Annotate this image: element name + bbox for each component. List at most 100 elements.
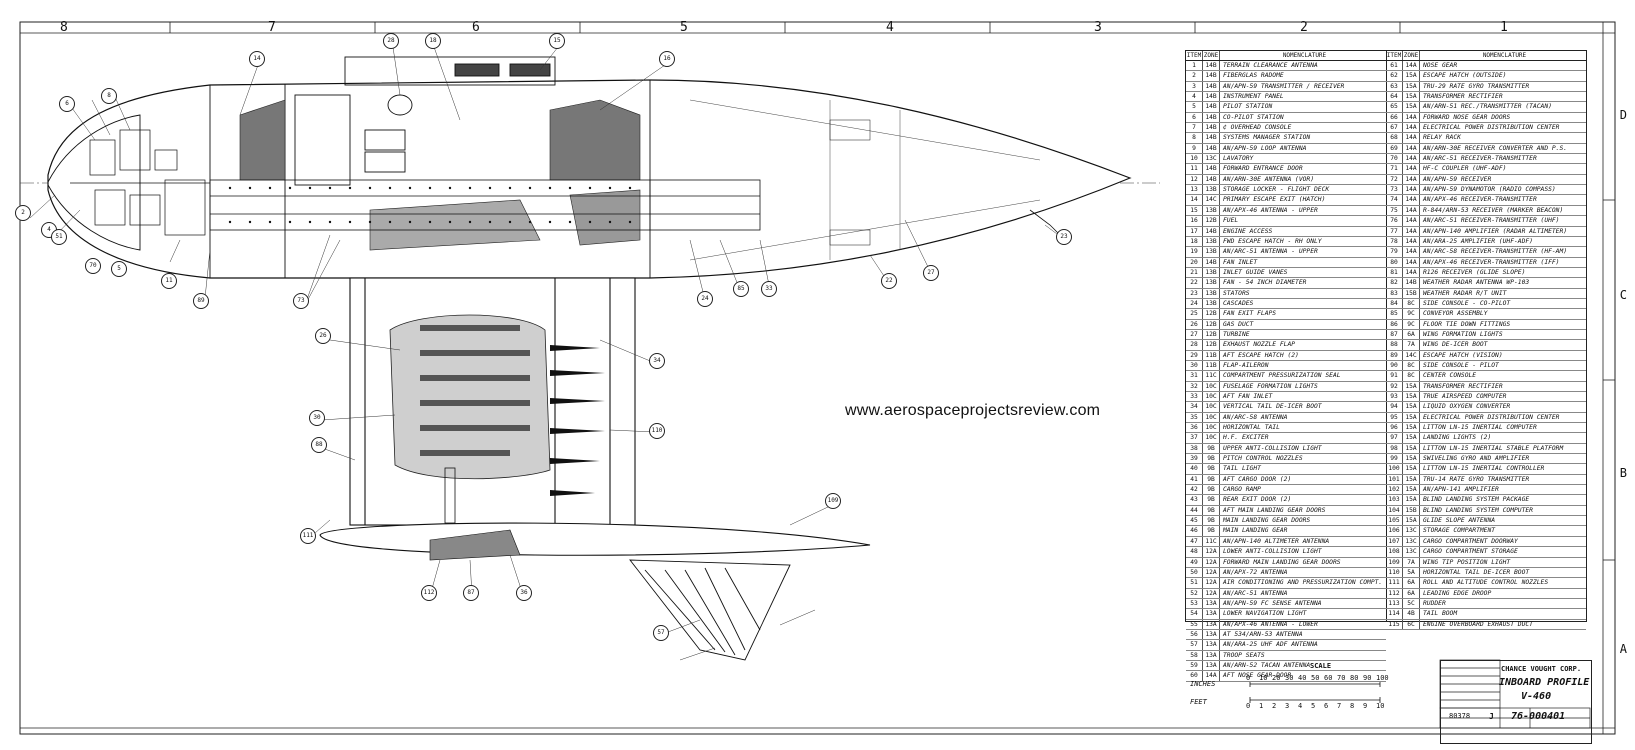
item-number: 34 bbox=[1186, 402, 1203, 412]
table-header: ITEM ZONE NOMENCLATURE bbox=[1186, 51, 1386, 61]
item-nomenclature: TAIL BOOM bbox=[1423, 610, 1458, 618]
item-number: 21 bbox=[1186, 267, 1203, 278]
item-zone: 15B bbox=[1403, 288, 1420, 298]
item-nomenclature: RUDDER bbox=[1423, 599, 1446, 607]
item-number: 95 bbox=[1386, 412, 1403, 422]
callout-bubble: 23 bbox=[1056, 229, 1072, 245]
item-number: 1 bbox=[1186, 61, 1203, 71]
item-number: 23 bbox=[1186, 288, 1203, 298]
item-zone: 9B bbox=[1203, 464, 1220, 474]
scale-feet-label: FEET bbox=[1190, 698, 1207, 706]
item-zone: 12B bbox=[1203, 309, 1220, 319]
item-nomenclature: AFT MAIN LANDING GEAR DOORS bbox=[1223, 506, 1326, 514]
item-number: 69 bbox=[1386, 143, 1403, 154]
item-zone: 11B bbox=[1203, 360, 1220, 371]
item-zone: 14C bbox=[1203, 195, 1220, 205]
item-number: 85 bbox=[1386, 309, 1403, 319]
item-zone: 12A bbox=[1203, 588, 1220, 598]
item-nomenclature: AN/ARC-51 RECEIVER-TRANSMITTER (UHF) bbox=[1423, 217, 1560, 225]
item-nomenclature: LEADING EDGE DROOP bbox=[1423, 589, 1492, 597]
item-number: 56 bbox=[1186, 629, 1203, 640]
item-number: 37 bbox=[1186, 433, 1203, 443]
callout-bubble: 36 bbox=[516, 585, 532, 601]
item-zone: 14A bbox=[1403, 174, 1420, 185]
item-nomenclature: AN/ARN-30E ANTENNA (VOR) bbox=[1223, 175, 1314, 183]
item-zone: 12A bbox=[1203, 547, 1220, 557]
item-zone: 12A bbox=[1203, 567, 1220, 578]
item-zone: 15A bbox=[1403, 516, 1420, 526]
zone-number: 7 bbox=[268, 20, 276, 35]
item-nomenclature: RELAY RACK bbox=[1423, 134, 1461, 142]
item-number: 7 bbox=[1186, 123, 1203, 133]
item-zone: 9B bbox=[1203, 526, 1220, 536]
item-zone: 10C bbox=[1203, 402, 1220, 412]
company-name: CHANCE VOUGHT CORP. bbox=[1501, 665, 1582, 673]
item-number: 32 bbox=[1186, 381, 1203, 391]
sheet-size: J bbox=[1489, 712, 1494, 721]
item-zone: 10C bbox=[1203, 423, 1220, 433]
item-nomenclature: SYSTEMS MANAGER STATION bbox=[1223, 134, 1311, 142]
item-zone: 15A bbox=[1403, 81, 1420, 91]
scale-tick-label: 50 bbox=[1311, 674, 1320, 682]
item-number: 50 bbox=[1186, 567, 1203, 578]
callout-bubble: 14 bbox=[249, 51, 265, 67]
item-number: 16 bbox=[1186, 216, 1203, 226]
item-number: 47 bbox=[1186, 536, 1203, 547]
item-nomenclature: MAIN LANDING GEAR DOORS bbox=[1223, 517, 1311, 525]
item-zone: 13A bbox=[1203, 629, 1220, 640]
item-nomenclature: CARGO RAMP bbox=[1223, 486, 1261, 494]
zone-letter: A bbox=[1619, 642, 1627, 656]
table-header: ITEM ZONE NOMENCLATURE bbox=[1386, 51, 1586, 61]
item-number: 84 bbox=[1386, 298, 1403, 309]
callout-bubble: 30 bbox=[309, 410, 325, 426]
item-number: 71 bbox=[1386, 164, 1403, 174]
item-number: 33 bbox=[1186, 392, 1203, 402]
item-nomenclature: TRUE AIRSPEED COMPUTER bbox=[1423, 393, 1507, 400]
item-zone: 15A bbox=[1403, 402, 1420, 412]
callout-bubble: 85 bbox=[733, 281, 749, 297]
item-nomenclature: PRIMARY ESCAPE EXIT (HATCH) bbox=[1223, 196, 1326, 204]
item-nomenclature: R-844/ARN-53 RECEIVER (MARKER BEACON) bbox=[1423, 206, 1564, 214]
item-number: 101 bbox=[1386, 474, 1403, 485]
scale-tick-label: 7 bbox=[1337, 702, 1342, 710]
item-zone: 14B bbox=[1203, 71, 1220, 81]
item-nomenclature: AIR CONDITIONING AND PRESSURIZATION COMP… bbox=[1223, 579, 1383, 587]
item-nomenclature: ROLL AND ALTITUDE CONTROL NOZZLES bbox=[1423, 579, 1549, 587]
zone-number: 2 bbox=[1300, 20, 1308, 35]
item-number: 28 bbox=[1186, 340, 1203, 350]
item-zone: 14B bbox=[1203, 61, 1220, 71]
item-number: 110 bbox=[1386, 567, 1403, 578]
item-number: 90 bbox=[1386, 360, 1403, 371]
item-zone: 5A bbox=[1403, 567, 1420, 578]
item-zone: 15A bbox=[1403, 392, 1420, 402]
item-zone: 14B bbox=[1203, 133, 1220, 143]
zone-letter: D bbox=[1619, 108, 1627, 122]
item-number: 97 bbox=[1386, 433, 1403, 443]
item-number: 2 bbox=[1186, 71, 1203, 81]
item-number: 5 bbox=[1186, 102, 1203, 112]
item-zone: 12A bbox=[1203, 578, 1220, 588]
item-zone: 15A bbox=[1403, 443, 1420, 454]
item-zone: 15A bbox=[1403, 495, 1420, 505]
